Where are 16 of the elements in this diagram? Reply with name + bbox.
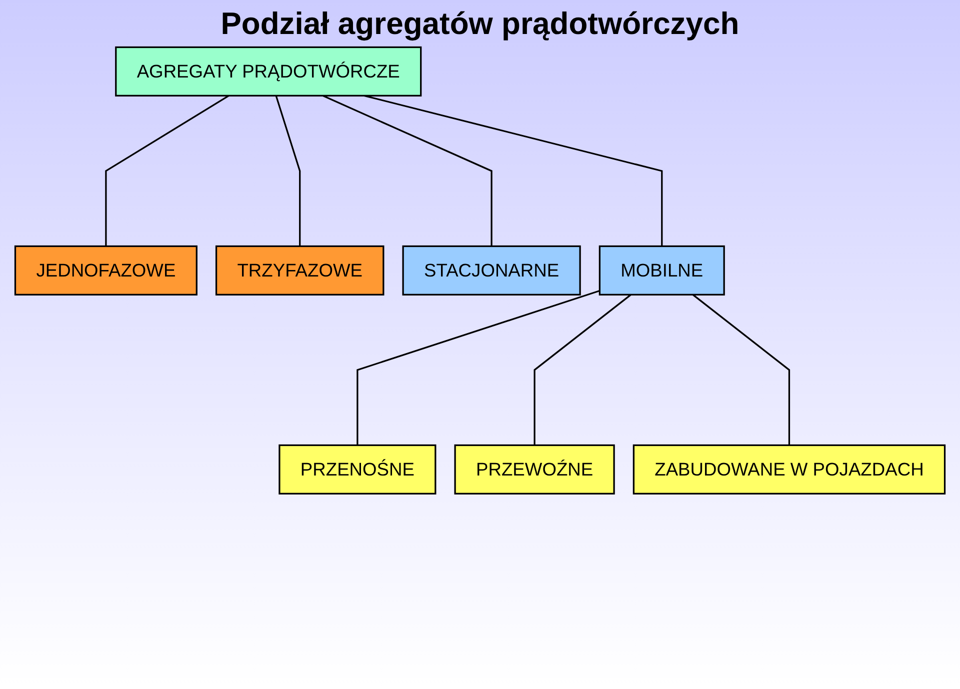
connector xyxy=(364,94,663,246)
node-box: TRZYFAZOWE xyxy=(215,245,384,296)
node-box: PRZEWOŹNE xyxy=(454,444,615,494)
connector xyxy=(356,290,600,446)
node-box: JEDNOFAZOWE xyxy=(14,245,198,296)
diagram-title: Podział agregatów prądotwórczych xyxy=(220,6,740,42)
node-box: ZABUDOWANE W POJAZDACH xyxy=(632,444,946,494)
connector xyxy=(105,94,230,246)
node-box: STACJONARNE xyxy=(402,245,581,296)
node-box: PRZENOŚNE xyxy=(278,444,436,494)
connector xyxy=(534,294,632,446)
node-box: AGREGATY PRĄDOTWÓRCZE xyxy=(115,46,422,96)
connector xyxy=(275,95,301,246)
connector xyxy=(322,94,492,246)
connector xyxy=(692,294,790,446)
node-box: MOBILNE xyxy=(598,245,725,296)
